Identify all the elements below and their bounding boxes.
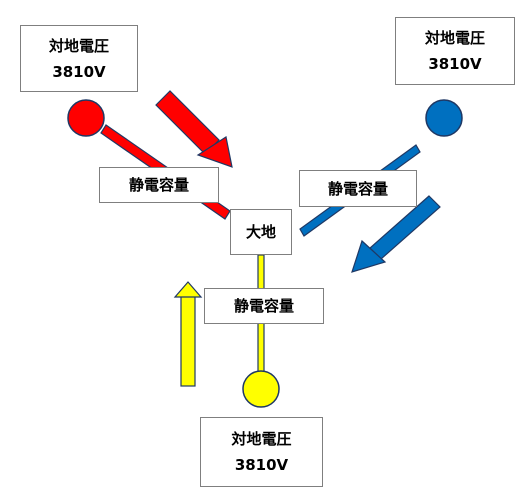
- voltage-value: 3810V: [234, 456, 289, 474]
- voltage-title: 対地電圧: [424, 29, 485, 47]
- capacitance-text: 静電容量: [128, 176, 189, 194]
- voltage-box-top-right: 対地電圧 3810V: [395, 17, 515, 85]
- voltage-box-bottom: 対地電圧 3810V: [200, 417, 323, 487]
- capacitance-label-bottom: 静電容量: [204, 288, 324, 324]
- voltage-value: 3810V: [428, 55, 482, 73]
- ground-box: 大地: [230, 209, 292, 255]
- yellow-phase-circle: [242, 370, 280, 408]
- red-phase-circle: [67, 99, 105, 137]
- voltage-box-top-left: 対地電圧 3810V: [20, 25, 138, 92]
- red-current-arrow-head: [196, 136, 233, 168]
- red-current-arrow-body: [155, 90, 220, 155]
- blue-current-arrow-head: [351, 239, 387, 273]
- yellow-current-arrow-head: [173, 281, 203, 298]
- voltage-title: 対地電圧: [48, 36, 109, 55]
- yellow-current-arrow-body: [180, 294, 196, 387]
- ground-text: 大地: [245, 223, 276, 241]
- capacitance-label-right: 静電容量: [299, 170, 417, 207]
- voltage-title: 対地電圧: [231, 430, 292, 448]
- voltage-value: 3810V: [52, 62, 106, 81]
- capacitance-text: 静電容量: [233, 297, 294, 315]
- capacitance-label-left: 静電容量: [99, 167, 219, 203]
- capacitance-text: 静電容量: [327, 179, 388, 198]
- blue-phase-circle: [425, 99, 463, 137]
